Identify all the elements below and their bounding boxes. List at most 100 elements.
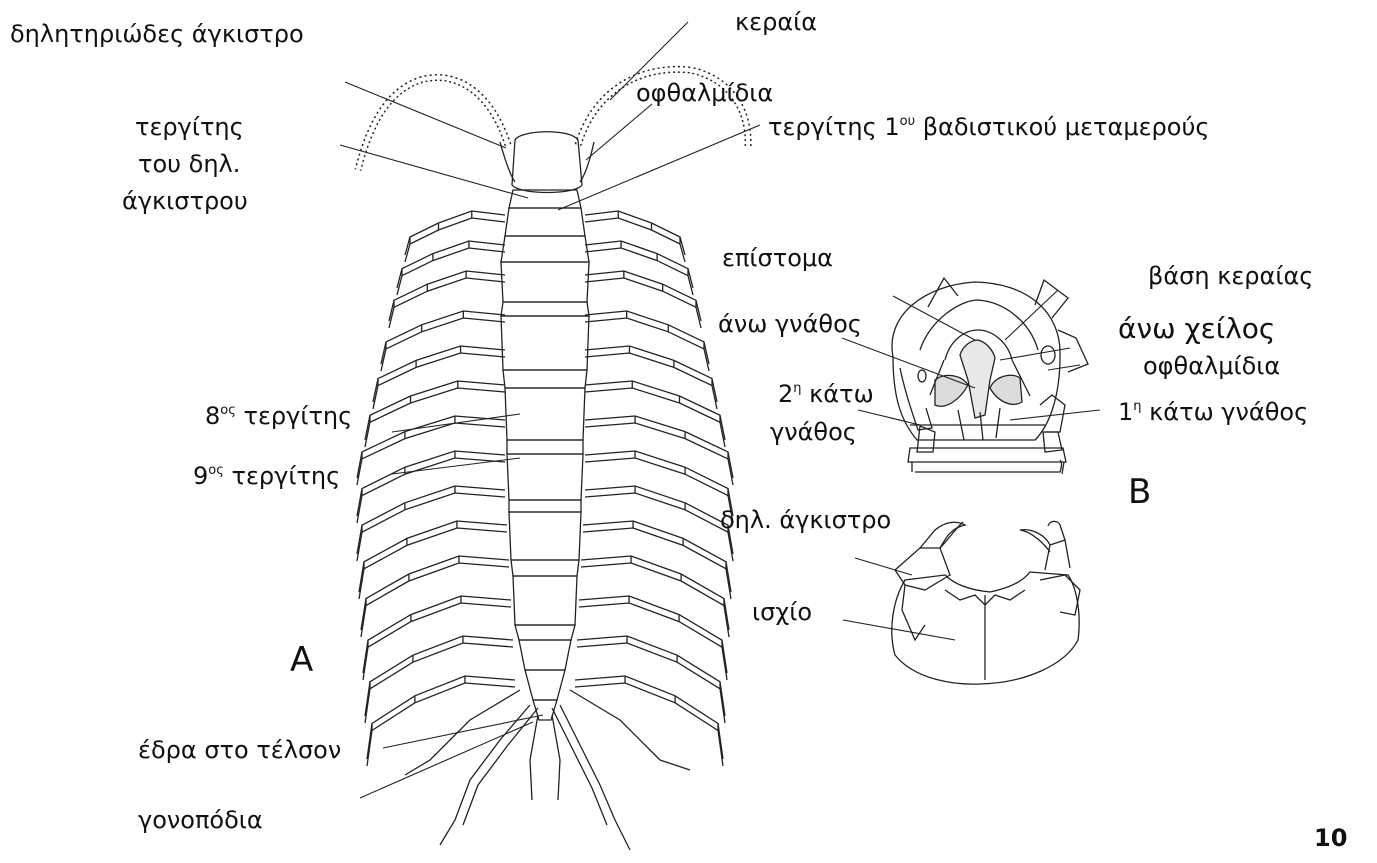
poison-claw-view bbox=[892, 521, 1080, 684]
leg-left-edge bbox=[397, 248, 505, 295]
leg-right bbox=[585, 211, 685, 255]
leg-right bbox=[585, 311, 709, 364]
leader-coxa bbox=[843, 620, 955, 640]
label-coxa: ισχίο bbox=[752, 598, 812, 627]
leg-left bbox=[405, 211, 505, 255]
last-leg-left-edge bbox=[463, 708, 538, 825]
leg-left bbox=[363, 596, 511, 673]
label-poison-hook: δηλητηριώδες άγκιστρο bbox=[10, 20, 304, 49]
label-antenna: κεραία bbox=[735, 8, 817, 37]
leg-right bbox=[575, 676, 723, 759]
trunk-segment bbox=[501, 262, 589, 302]
leg-left bbox=[381, 311, 505, 364]
leader-first-lower-jaw bbox=[1010, 410, 1100, 420]
head bbox=[512, 132, 582, 193]
leg-right-edge bbox=[575, 683, 723, 766]
trunk-segment bbox=[507, 454, 583, 500]
leader-tergite-first bbox=[558, 125, 760, 210]
gonopod-right bbox=[552, 715, 560, 800]
leg-right-edge bbox=[585, 248, 693, 295]
panel-letter-a: A bbox=[290, 640, 313, 681]
last-leg-right bbox=[560, 705, 630, 850]
leg-left bbox=[357, 486, 505, 554]
gonopod-left bbox=[530, 715, 538, 800]
leg-left bbox=[359, 521, 507, 592]
centipede-dorsal-view bbox=[357, 69, 748, 850]
leg-right bbox=[583, 521, 731, 592]
label-epistome: επίστομα bbox=[722, 244, 833, 273]
label-ocelli: οφθαλμίδια bbox=[636, 79, 773, 108]
leg-left-edge bbox=[381, 318, 505, 371]
label-tergite-hook-line1: τεργίτης bbox=[135, 113, 244, 142]
leg-right-edge bbox=[585, 458, 733, 523]
label-ocelli-b: οφθαλμίδια bbox=[1143, 352, 1280, 381]
label-tergite-first-walking: τεργίτης 1ου βαδιστικού μεταμερούς bbox=[768, 113, 1209, 142]
leg-right-edge bbox=[581, 563, 729, 637]
leg-left-edge bbox=[357, 493, 505, 561]
trunk-segment bbox=[511, 560, 579, 576]
trunk-segment bbox=[519, 640, 571, 670]
leg-left bbox=[361, 556, 509, 630]
label-upper-jaw: άνω γνάθος bbox=[718, 310, 862, 339]
leg-left-edge bbox=[365, 388, 505, 447]
leg-right-edge bbox=[585, 493, 733, 561]
trunk-segment bbox=[525, 670, 565, 700]
leg-left-edge bbox=[357, 423, 505, 485]
label-poison-hook-short: δηλ. άγκιστρο bbox=[720, 506, 891, 535]
leg-right-edge bbox=[585, 423, 733, 485]
leg-left-edge bbox=[361, 563, 509, 637]
label-tergite-hook-line3: άγκιστρου bbox=[122, 187, 248, 216]
leader-second-lower-jaw bbox=[858, 410, 920, 425]
label-telson-seat: έδρα στο τέλσον bbox=[138, 736, 341, 765]
leg-right-edge bbox=[585, 353, 717, 409]
leg-left-edge bbox=[359, 528, 507, 599]
leg-right bbox=[579, 596, 727, 673]
leg-left bbox=[365, 636, 513, 716]
leader-tergite9 bbox=[392, 458, 520, 474]
leader-ocelli bbox=[586, 104, 652, 160]
label-antenna-base: βάση κεραίας bbox=[1148, 262, 1313, 291]
label-tergite-8: 8ος τεργίτης bbox=[205, 402, 352, 431]
leader-epistome bbox=[893, 296, 975, 340]
trunk-segment bbox=[505, 208, 585, 236]
panel-letter-b: B bbox=[1128, 472, 1151, 513]
leg-right-edge bbox=[585, 318, 709, 371]
trunk-segment bbox=[509, 500, 581, 512]
leader-tergite-hook bbox=[340, 145, 528, 198]
trunk-segment bbox=[501, 236, 589, 262]
leg-right-edge bbox=[579, 603, 727, 680]
trunk-segment bbox=[507, 440, 583, 454]
trunk-segment bbox=[513, 576, 577, 625]
leg-left-edge bbox=[367, 683, 515, 766]
leg-left-edge bbox=[357, 458, 505, 523]
trunk-segment bbox=[501, 316, 589, 370]
poison-claw-right bbox=[580, 142, 594, 182]
leader-poison-hook-short bbox=[855, 558, 912, 575]
label-tergite-9: 9ος τεργίτης bbox=[193, 462, 340, 491]
trunk-segment bbox=[503, 370, 587, 388]
page-number: 10 bbox=[1314, 824, 1347, 853]
leg-left-edge bbox=[363, 603, 511, 680]
label-second-lower-jaw-line2: γνάθος bbox=[770, 418, 857, 447]
trunk-segment bbox=[509, 512, 581, 560]
leg-right-edge bbox=[585, 388, 725, 447]
leg-right-edge bbox=[577, 643, 725, 723]
leg-right-edge bbox=[585, 218, 685, 262]
leg-left-edge bbox=[405, 218, 505, 262]
leg-left-edge bbox=[373, 353, 505, 409]
label-upper-lip: άνω χείλος bbox=[1118, 312, 1275, 346]
hind-leg-left bbox=[405, 690, 520, 775]
leg-right bbox=[581, 556, 729, 630]
leg-right bbox=[585, 486, 733, 554]
label-second-lower-jaw-line1: 2η κάτω bbox=[778, 380, 874, 409]
label-first-lower-jaw: 1η κάτω γνάθος bbox=[1118, 398, 1308, 427]
leader-gonopods bbox=[360, 722, 533, 798]
leg-left-edge bbox=[365, 643, 513, 723]
trunk-segment bbox=[515, 625, 575, 640]
label-gonopods: γονοπόδια bbox=[138, 806, 263, 835]
leg-right bbox=[577, 636, 725, 716]
leg-right-edge bbox=[583, 528, 731, 599]
trunk-segment bbox=[501, 302, 589, 316]
head-ventral-view bbox=[892, 278, 1088, 474]
